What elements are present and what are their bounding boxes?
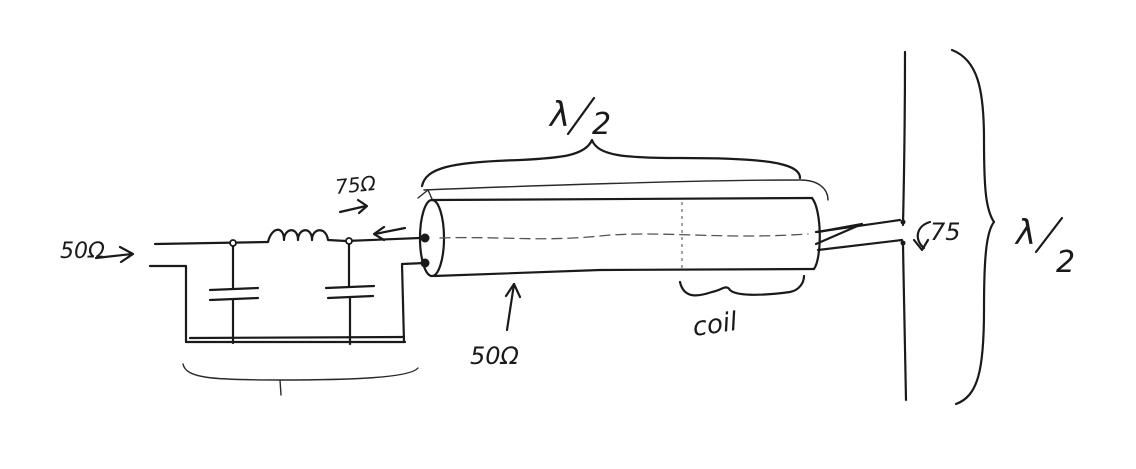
antenna-feed-point-bottom bbox=[900, 240, 906, 246]
shunt-capacitor-2 bbox=[324, 237, 376, 346]
impedance-arrow-right-head bbox=[356, 198, 369, 215]
input-arrow-head bbox=[118, 245, 135, 264]
antenna-element-lower bbox=[901, 242, 908, 402]
feed-impedance-arc bbox=[916, 220, 932, 250]
ground-wire-stroke-2 bbox=[188, 335, 406, 340]
coax-impedance-label: 50Ω bbox=[470, 342, 520, 370]
antenna-length-brace bbox=[950, 48, 996, 406]
ground-to-coax-shield bbox=[400, 261, 427, 344]
coax-impedance-arrow-shaft bbox=[505, 282, 516, 332]
feed-wire-bottom bbox=[816, 238, 904, 252]
input-label-group: 50Ω bbox=[60, 239, 135, 264]
coax-length-label: λ 2 bbox=[548, 95, 611, 142]
coax-length-denominator: 2 bbox=[592, 107, 611, 142]
coax-cable bbox=[418, 196, 821, 278]
input-impedance-label: 50Ω bbox=[60, 239, 105, 264]
antenna-feed-point-top bbox=[900, 219, 906, 225]
input-wire-bottom bbox=[148, 264, 188, 344]
coax-center-conductor bbox=[439, 233, 809, 240]
coax-center-terminal bbox=[420, 233, 430, 243]
antenna-length-label: λ 2 bbox=[1014, 213, 1075, 280]
coil-bracket bbox=[678, 274, 806, 297]
coax-impedance-group: 50Ω bbox=[470, 282, 522, 370]
shunt-capacitor-1 bbox=[208, 239, 260, 345]
impedance-arrow-left-shaft bbox=[373, 226, 407, 236]
antenna-length-numerator: λ bbox=[1014, 213, 1036, 253]
filter-output-impedance-label: 75Ω bbox=[334, 171, 378, 199]
coax-sheath-arrow bbox=[417, 189, 433, 200]
coax-outline-top bbox=[430, 196, 814, 202]
filter-inductor bbox=[266, 228, 348, 244]
antenna-length-denominator: 2 bbox=[1056, 245, 1075, 280]
coil-label: coil bbox=[691, 307, 740, 343]
coax-length-slash bbox=[566, 96, 596, 136]
input-arrow-shaft bbox=[94, 252, 134, 260]
input-wire-top bbox=[153, 240, 270, 246]
coax-shield-terminal bbox=[420, 258, 430, 268]
coax-far-end bbox=[810, 196, 821, 271]
antenna-feed-impedance-label: 75 bbox=[930, 218, 961, 246]
antenna-length-slash bbox=[1034, 216, 1064, 254]
coax-length-numerator: λ bbox=[548, 95, 570, 135]
feed-impedance-arrow-head bbox=[912, 238, 930, 252]
coax-length-bracket bbox=[420, 138, 802, 188]
filter-output-impedance-group: 75Ω bbox=[334, 171, 407, 242]
coax-sheath-line bbox=[423, 179, 829, 201]
feed-wire-twist bbox=[814, 222, 864, 246]
antenna-element-upper bbox=[901, 50, 907, 227]
coax-outline-bottom bbox=[432, 267, 816, 278]
filter-bracket bbox=[182, 363, 419, 396]
impedance-arrow-left-head bbox=[372, 225, 386, 242]
impedance-arrow-right-shaft bbox=[338, 204, 368, 214]
coax-impedance-arrow-head bbox=[504, 282, 522, 299]
